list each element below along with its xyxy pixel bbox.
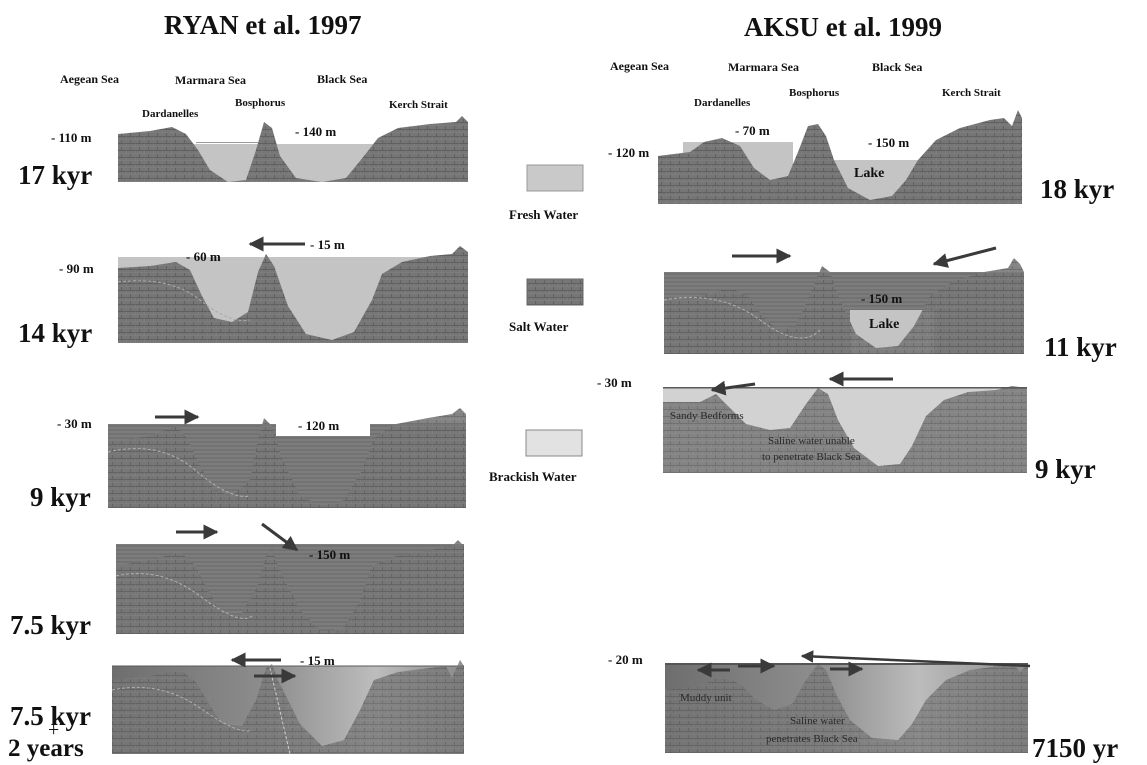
aksu-11-depth: - 150 m (861, 291, 903, 306)
ryan-9-depth-1: - 30 m (57, 416, 92, 431)
aksu-black-label: Black Sea (872, 60, 923, 74)
aksu-7150-note-2: Saline water (790, 715, 845, 727)
ryan-17-age: 17 kyr (18, 160, 93, 190)
aksu-9-age: 9 kyr (1035, 454, 1096, 484)
aksu-18-depth-1: - 120 m (608, 145, 650, 160)
legend-salt-label: Salt Water (509, 319, 569, 334)
ryan-9-age: 9 kyr (30, 482, 91, 512)
aksu-marmara-label: Marmara Sea (728, 60, 799, 74)
aksu-kerch-label: Kerch Strait (942, 87, 1001, 99)
aksu-panel-9kyr (663, 386, 1027, 473)
ryan-black-label: Black Sea (317, 72, 368, 86)
aksu-9-note-2: Saline water unable (768, 435, 855, 447)
aksu-11-age: 11 kyr (1044, 332, 1117, 362)
aksu-aegean-label: Aegean Sea (610, 59, 669, 73)
ryan-7-5kyr-arrow-2 (261, 522, 299, 552)
ryan-panel-14kyr (117, 246, 468, 343)
aksu-panel-7150yr (665, 663, 1028, 753)
ryan-final-age: 7.5 kyr (10, 701, 91, 731)
aksu-11kyr-arrow-2 (932, 246, 997, 268)
aksu-18-depth-3: - 150 m (868, 135, 910, 150)
aksu-panel-18kyr (658, 110, 1022, 204)
ryan-14-age: 14 kyr (18, 318, 93, 348)
ryan-9-depth-2: - 120 m (298, 418, 340, 433)
legend-brackish-swatch (525, 429, 583, 457)
ryan-7-5-depth: - 150 m (309, 547, 351, 562)
ryan-panel-17kyr (118, 116, 468, 182)
legend-fresh-label: Fresh Water (509, 207, 579, 222)
ryan-final-age-line2: 2 years (8, 735, 84, 762)
aksu-18-age: 18 kyr (1040, 174, 1115, 204)
aksu-9-depth: - 30 m (597, 375, 632, 390)
ryan-aegean-label: Aegean Sea (60, 72, 119, 86)
aksu-title: AKSU et al. 1999 (744, 12, 942, 42)
ryan-panel-7-5kyr-2years (111, 660, 464, 755)
aksu-7150-depth: - 20 m (608, 652, 643, 667)
legend-salt-swatch (526, 278, 584, 306)
aksu-9-note-1: Sandy Bedforms (670, 410, 744, 422)
ryan-14-depth-1: - 90 m (59, 261, 94, 276)
ryan-17-depth-2: - 140 m (295, 124, 337, 139)
ryan-marmara-label: Marmara Sea (175, 73, 246, 87)
ryan-kerch-label: Kerch Strait (389, 99, 448, 111)
legend-fresh-swatch (526, 164, 584, 192)
aksu-7150-note-3: penetrates Black Sea (766, 733, 858, 745)
ryan-dardanelles-label: Dardanelles (142, 108, 199, 120)
aksu-18-depth-2: - 70 m (735, 123, 770, 138)
aksu-7150-age: 7150 yr (1032, 733, 1119, 763)
aksu-7150-arrow-3 (800, 650, 1031, 668)
ryan-final-plus: + (48, 719, 60, 741)
ryan-final-depth: - 15 m (300, 653, 335, 668)
ryan-panel-9kyr (107, 408, 466, 508)
aksu-7150-note-1: Muddy unit (680, 692, 732, 704)
ryan-bosphorus-label: Bosphorus (235, 97, 286, 109)
aksu-panel-11kyr (663, 258, 1024, 354)
aksu-9-note-3: to penetrate Black Sea (762, 451, 861, 463)
aksu-dardanelles-label: Dardanelles (694, 97, 751, 109)
aksu-11-lake: Lake (869, 317, 900, 332)
ryan-17-depth-1: - 110 m (51, 130, 92, 145)
ryan-title: RYAN et al. 1997 (164, 10, 362, 40)
aksu-bosphorus-label: Bosphorus (789, 87, 840, 99)
ryan-14-depth-3: - 15 m (310, 237, 345, 252)
legend-brackish-label: Brackish Water (489, 469, 577, 484)
aksu-9kyr-arrow-1 (710, 380, 756, 396)
ryan-14-depth-2: - 60 m (186, 249, 221, 264)
ryan-7-5-age: 7.5 kyr (10, 610, 91, 640)
ryan-panel-7-5kyr (115, 540, 464, 634)
aksu-18-lake: Lake (854, 166, 885, 181)
